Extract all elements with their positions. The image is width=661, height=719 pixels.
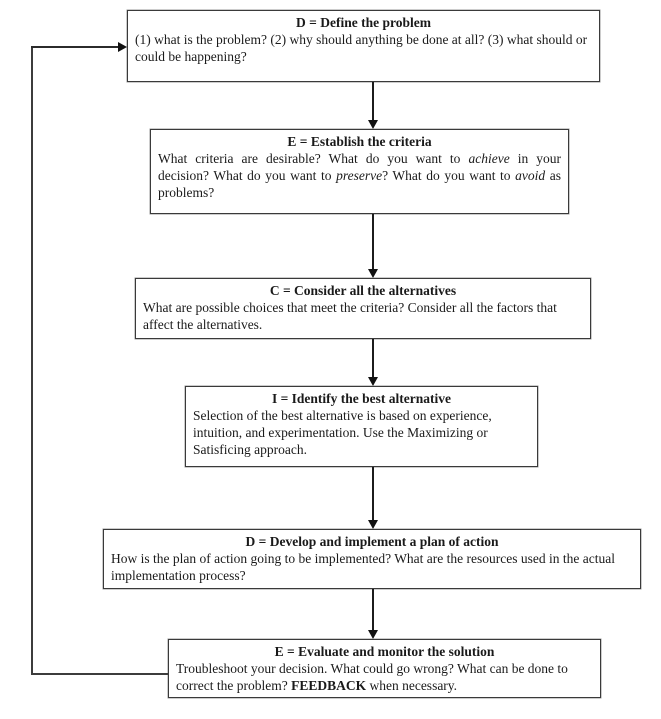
body-text: ? What do you want to <box>382 168 516 183</box>
box-develop-heading: D = Develop and implement a plan of acti… <box>245 534 499 549</box>
arrow-down-icon <box>368 377 378 386</box>
feedback-loop-bottom-line <box>31 673 168 675</box>
arrow-develop-to-evaluate-line <box>372 589 374 630</box>
body-text: when necessary. <box>366 678 458 693</box>
feedback-keyword: FEEDBACK <box>291 678 367 693</box>
feedback-loop-top-line <box>31 46 119 48</box>
arrow-define-to-establish-line <box>372 82 374 121</box>
box-define-body: (1) what is the problem? (2) why should … <box>135 32 588 64</box>
emphasis-achieve: achieve <box>468 151 510 166</box>
body-text: Troubleshoot your decision. What could g… <box>176 661 568 693</box>
box-identify-body: Selection of the best alternative is bas… <box>193 408 492 457</box>
box-define-problem: D = Define the problem (1) what is the p… <box>127 10 600 82</box>
box-evaluate-heading: E = Evaluate and monitor the solution <box>274 644 495 659</box>
arrow-down-icon <box>368 269 378 278</box>
emphasis-preserve: preserve <box>336 168 383 183</box>
arrow-consider-to-identify-line <box>372 339 374 377</box>
box-establish-heading: E = Establish the criteria <box>287 134 432 149</box>
arrow-establish-to-consider-line <box>372 214 374 269</box>
arrow-identify-to-develop-line <box>372 467 374 520</box>
box-consider-alternatives: C = Consider all the alternatives What a… <box>135 278 591 339</box>
body-text: in your decision? What do you want to <box>158 151 562 183</box>
arrow-down-icon <box>368 630 378 639</box>
arrow-right-icon <box>118 42 127 52</box>
box-develop-body: How is the plan of action going to be im… <box>111 551 615 583</box>
box-develop-plan: D = Develop and implement a plan of acti… <box>103 529 641 589</box>
body-text: What criteria are desirable? What do you… <box>158 151 469 166</box>
box-establish-criteria: E = Establish the criteria What criteria… <box>150 129 569 214</box>
box-define-heading: D = Define the problem <box>296 15 431 30</box>
box-consider-body: What are possible choices that meet the … <box>143 300 557 332</box>
arrow-down-icon <box>368 120 378 129</box>
box-consider-heading: C = Consider all the alternatives <box>269 283 457 298</box>
box-evaluate-body: Troubleshoot your decision. What could g… <box>169 660 600 694</box>
box-evaluate-solution: E = Evaluate and monitor the solution Tr… <box>168 639 601 698</box>
arrow-down-icon <box>368 520 378 529</box>
box-identify-heading: I = Identify the best alternative <box>271 391 452 406</box>
feedback-loop-vertical-line <box>31 46 33 675</box>
box-identify-alternative: I = Identify the best alternative Select… <box>185 386 538 467</box>
body-text: as problems? <box>158 168 562 200</box>
box-establish-body: What criteria are desirable? What do you… <box>151 150 568 201</box>
emphasis-avoid: avoid <box>515 168 546 183</box>
